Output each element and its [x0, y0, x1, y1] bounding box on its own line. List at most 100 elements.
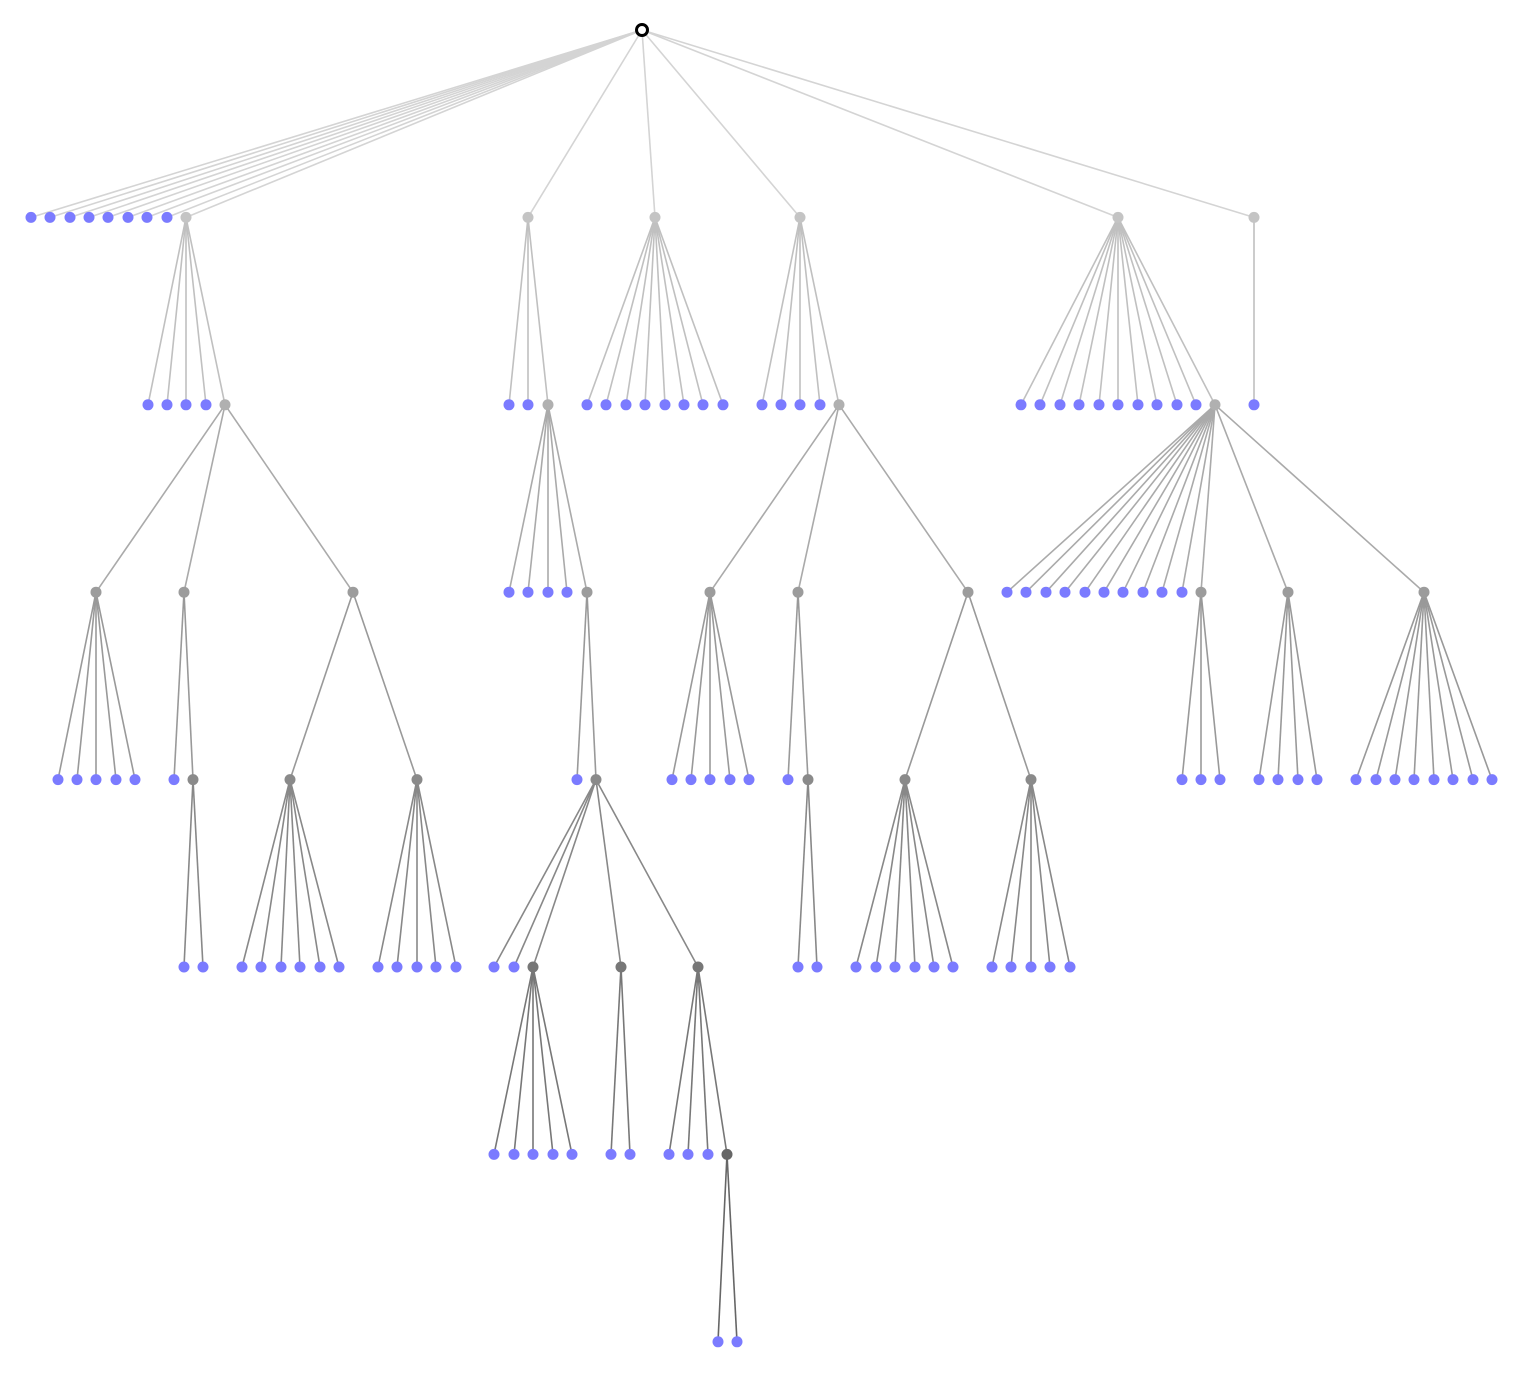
leaf-node[interactable] [792, 961, 804, 973]
leaf-node[interactable] [605, 1148, 617, 1160]
leaf-node[interactable] [1005, 961, 1017, 973]
leaf-node[interactable] [142, 399, 154, 411]
internal-node[interactable] [649, 211, 661, 223]
internal-node[interactable] [833, 399, 845, 411]
leaf-node[interactable] [294, 961, 306, 973]
leaf-node[interactable] [1350, 774, 1362, 786]
internal-node[interactable] [1282, 586, 1294, 598]
leaf-node[interactable] [1093, 399, 1105, 411]
internal-node[interactable] [792, 586, 804, 598]
internal-node[interactable] [704, 586, 716, 598]
leaf-node[interactable] [314, 961, 326, 973]
internal-node[interactable] [1025, 774, 1037, 786]
leaf-node[interactable] [775, 399, 787, 411]
internal-node[interactable] [721, 1148, 733, 1160]
internal-node[interactable] [794, 211, 806, 223]
leaf-node[interactable] [1054, 399, 1066, 411]
leaf-node[interactable] [909, 961, 921, 973]
leaf-node[interactable] [870, 961, 882, 973]
leaf-node[interactable] [168, 774, 180, 786]
leaf-node[interactable] [600, 399, 612, 411]
internal-node[interactable] [899, 774, 911, 786]
internal-node[interactable] [1195, 586, 1207, 598]
leaf-node[interactable] [794, 399, 806, 411]
leaf-node[interactable] [1171, 399, 1183, 411]
leaf-node[interactable] [333, 961, 345, 973]
leaf-node[interactable] [122, 211, 134, 223]
leaf-node[interactable] [1137, 586, 1149, 598]
leaf-node[interactable] [1064, 961, 1076, 973]
internal-node[interactable] [219, 399, 231, 411]
leaf-node[interactable] [1040, 586, 1052, 598]
leaf-node[interactable] [236, 961, 248, 973]
leaf-node[interactable] [508, 961, 520, 973]
leaf-node[interactable] [25, 211, 37, 223]
leaf-node[interactable] [1248, 399, 1260, 411]
internal-node[interactable] [581, 586, 593, 598]
leaf-node[interactable] [180, 399, 192, 411]
leaf-node[interactable] [1428, 774, 1440, 786]
internal-node[interactable] [347, 586, 359, 598]
leaf-node[interactable] [850, 961, 862, 973]
leaf-node[interactable] [620, 399, 632, 411]
leaf-node[interactable] [503, 399, 515, 411]
leaf-node[interactable] [450, 961, 462, 973]
internal-node[interactable] [1209, 399, 1221, 411]
leaf-node[interactable] [503, 586, 515, 598]
internal-node[interactable] [90, 586, 102, 598]
leaf-node[interactable] [275, 961, 287, 973]
leaf-node[interactable] [1151, 399, 1163, 411]
leaf-node[interactable] [1467, 774, 1479, 786]
leaf-node[interactable] [724, 774, 736, 786]
leaf-node[interactable] [547, 1148, 559, 1160]
leaf-node[interactable] [1292, 774, 1304, 786]
leaf-node[interactable] [508, 1148, 520, 1160]
leaf-node[interactable] [372, 961, 384, 973]
leaf-node[interactable] [527, 1148, 539, 1160]
leaf-node[interactable] [1079, 586, 1091, 598]
leaf-node[interactable] [1370, 774, 1382, 786]
leaf-node[interactable] [1112, 399, 1124, 411]
leaf-node[interactable] [663, 1148, 675, 1160]
internal-node[interactable] [178, 586, 190, 598]
leaf-node[interactable] [161, 399, 173, 411]
leaf-node[interactable] [811, 961, 823, 973]
internal-node[interactable] [962, 586, 974, 598]
leaf-node[interactable] [197, 961, 209, 973]
leaf-node[interactable] [522, 586, 534, 598]
leaf-node[interactable] [141, 211, 153, 223]
leaf-node[interactable] [986, 961, 998, 973]
leaf-node[interactable] [928, 961, 940, 973]
leaf-node[interactable] [571, 774, 583, 786]
leaf-node[interactable] [1025, 961, 1037, 973]
leaf-node[interactable] [488, 961, 500, 973]
internal-node[interactable] [1418, 586, 1430, 598]
internal-node[interactable] [522, 211, 534, 223]
leaf-node[interactable] [561, 586, 573, 598]
leaf-node[interactable] [1214, 774, 1226, 786]
internal-node[interactable] [187, 774, 199, 786]
leaf-node[interactable] [1447, 774, 1459, 786]
leaf-node[interactable] [1311, 774, 1323, 786]
leaf-node[interactable] [83, 211, 95, 223]
leaf-node[interactable] [1389, 774, 1401, 786]
root-node[interactable] [635, 23, 649, 37]
leaf-node[interactable] [1020, 586, 1032, 598]
leaf-node[interactable] [161, 211, 173, 223]
leaf-node[interactable] [1073, 399, 1085, 411]
internal-node[interactable] [411, 774, 423, 786]
leaf-node[interactable] [129, 774, 141, 786]
leaf-node[interactable] [1190, 399, 1202, 411]
leaf-node[interactable] [1195, 774, 1207, 786]
leaf-node[interactable] [90, 774, 102, 786]
leaf-node[interactable] [717, 399, 729, 411]
internal-node[interactable] [527, 961, 539, 973]
leaf-node[interactable] [64, 211, 76, 223]
leaf-node[interactable] [1176, 586, 1188, 598]
leaf-node[interactable] [44, 211, 56, 223]
leaf-node[interactable] [1001, 586, 1013, 598]
leaf-node[interactable] [391, 961, 403, 973]
leaf-node[interactable] [1176, 774, 1188, 786]
leaf-node[interactable] [1253, 774, 1265, 786]
internal-node[interactable] [542, 399, 554, 411]
